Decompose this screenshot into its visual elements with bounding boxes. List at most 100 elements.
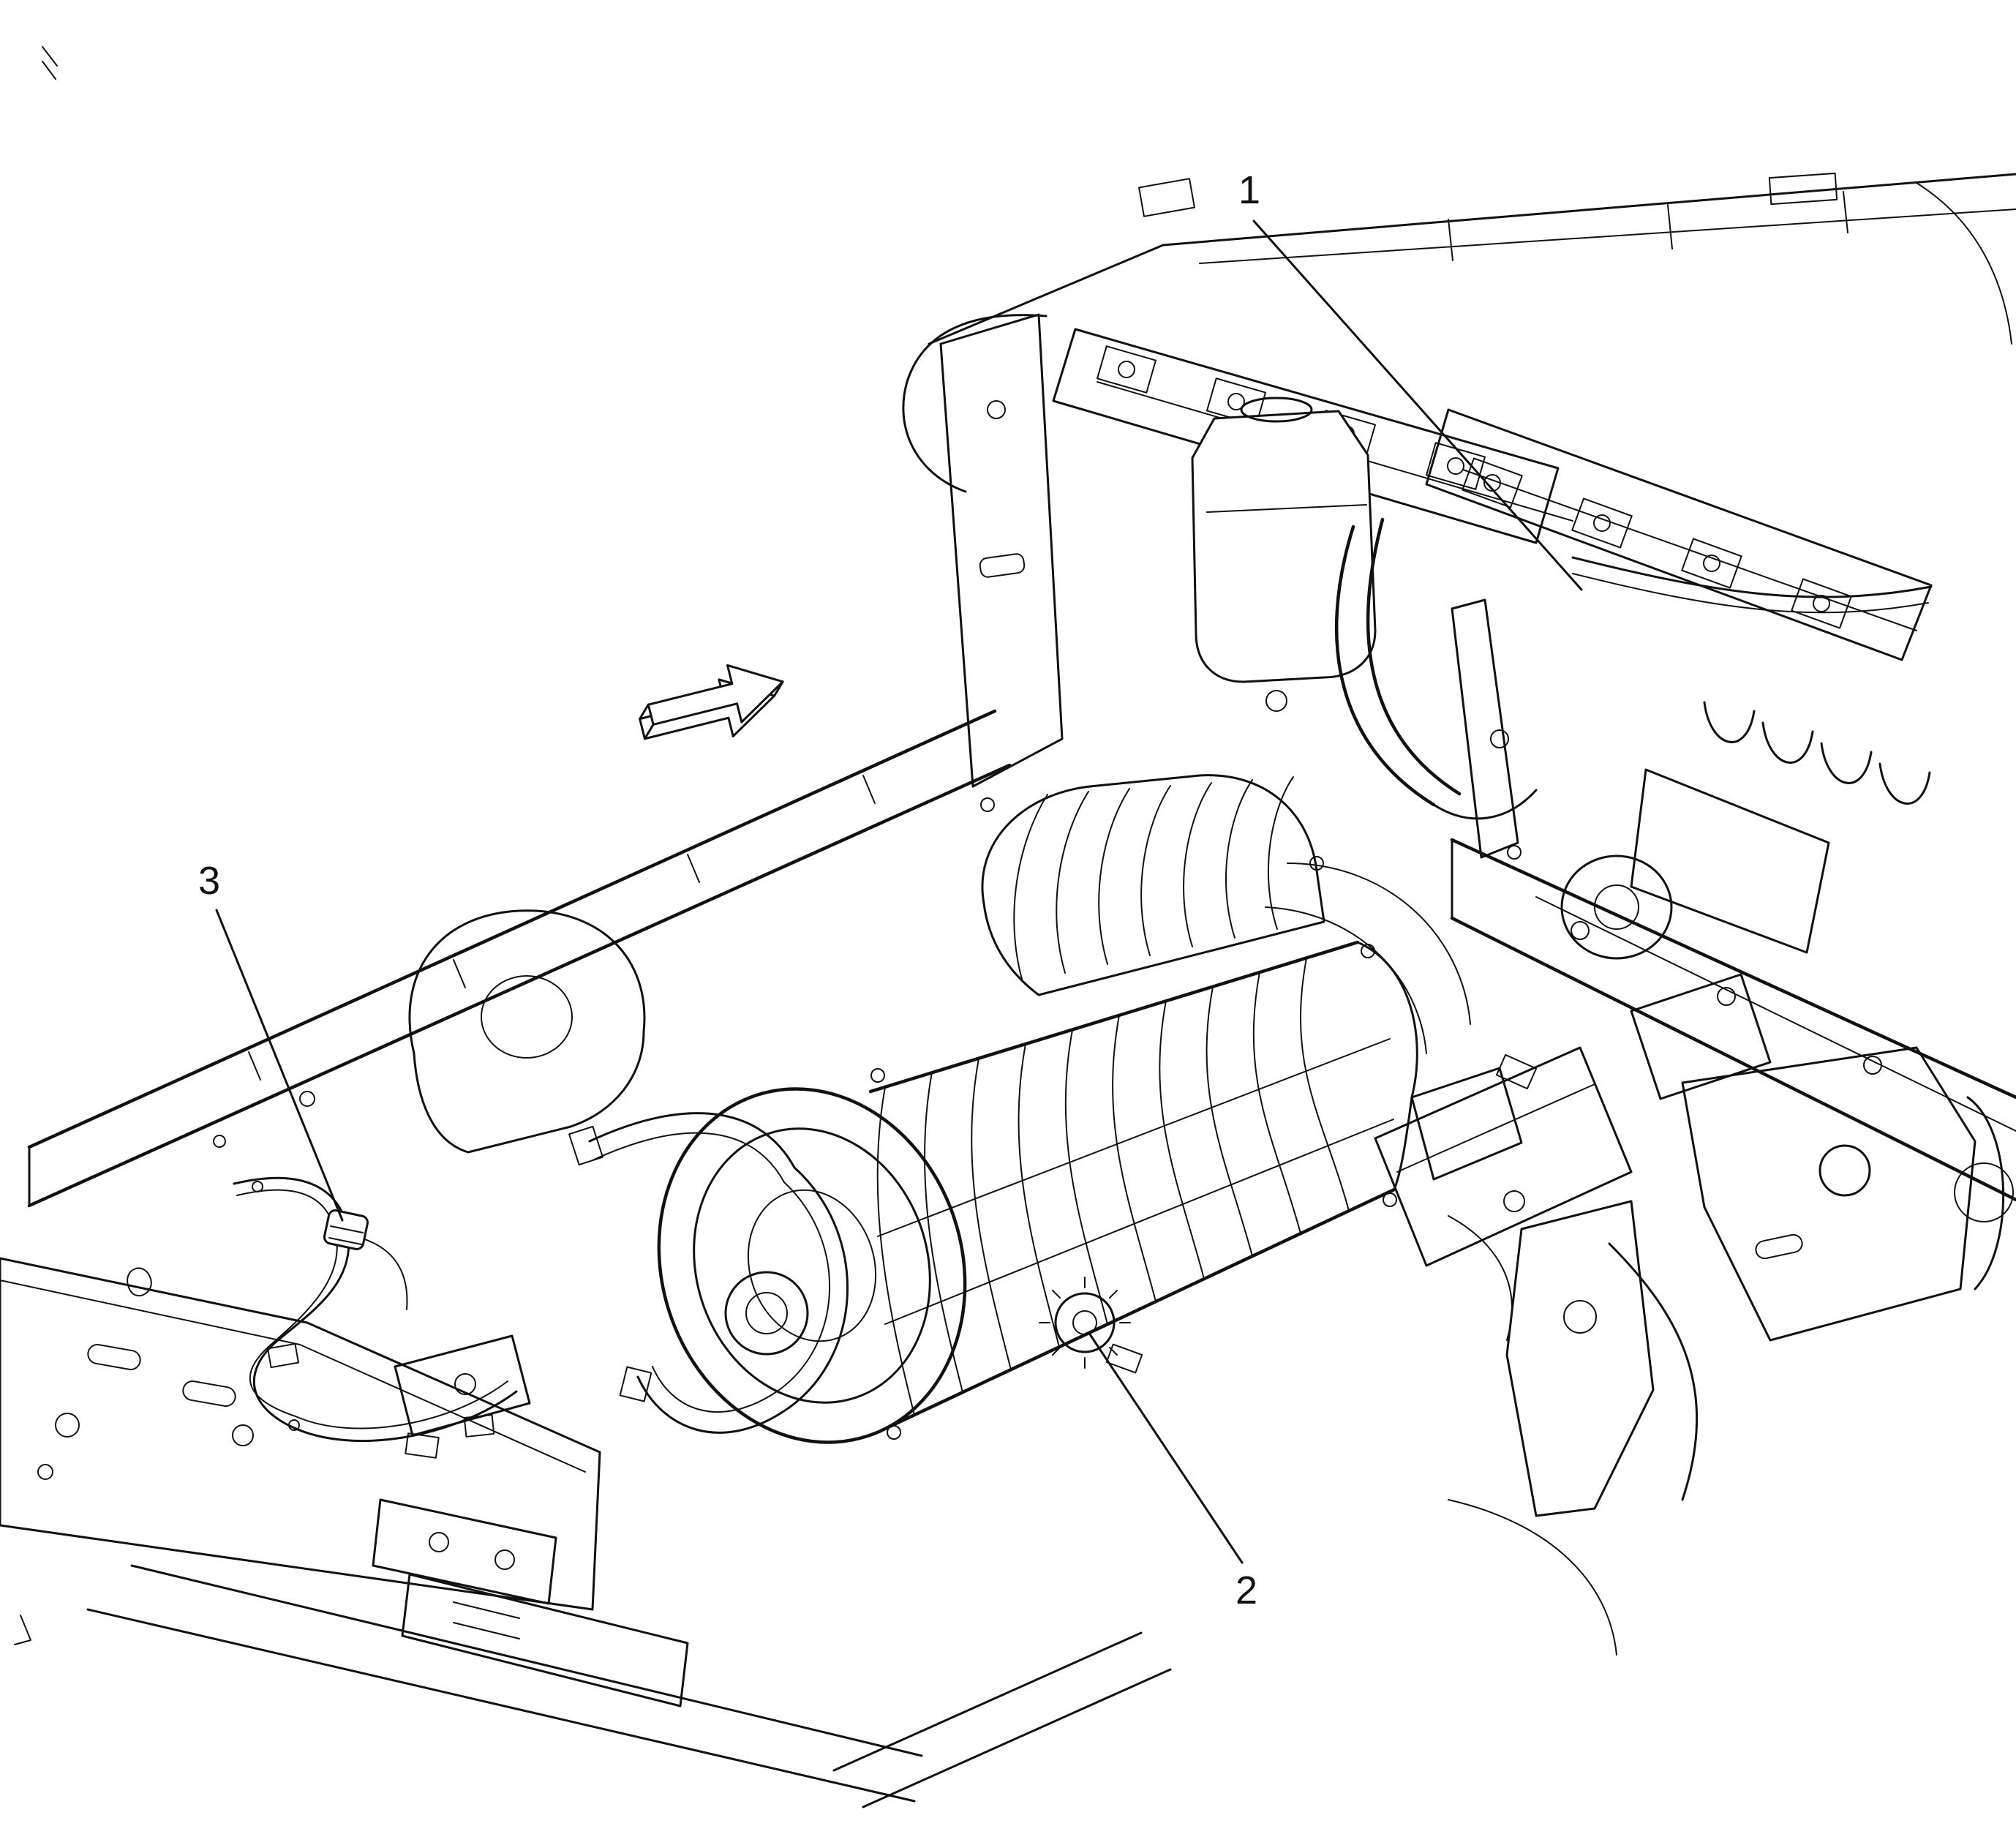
cover-outline bbox=[981, 774, 1325, 996]
arrow-edges bbox=[639, 680, 784, 740]
sensor-ribs bbox=[1039, 1277, 1131, 1369]
body-tick bbox=[1448, 191, 1848, 261]
case-rib bbox=[1252, 972, 1301, 1234]
hose bbox=[1334, 525, 1436, 807]
frame-hole bbox=[232, 1424, 254, 1446]
bolt bbox=[1361, 944, 1375, 958]
frame-plate bbox=[0, 1257, 601, 1611]
hose bbox=[588, 1112, 796, 1169]
bolt bbox=[980, 797, 995, 812]
bracket-hole bbox=[1563, 1300, 1597, 1334]
sensor-body bbox=[1054, 1292, 1116, 1353]
coil-bolt bbox=[1593, 514, 1611, 532]
bracket-slots bbox=[453, 1601, 520, 1639]
corner-mark bbox=[42, 46, 58, 80]
frame-crossmember-left bbox=[0, 1257, 923, 1803]
sensor-connector bbox=[1105, 1343, 1143, 1374]
callout-3-label: 3 bbox=[198, 859, 220, 903]
valve-cover-left bbox=[1052, 328, 1560, 544]
manifold-runner bbox=[1878, 762, 1931, 805]
ignition-coil bbox=[1571, 497, 1633, 549]
hose-loop bbox=[652, 1181, 831, 1413]
harness-run bbox=[233, 1176, 518, 1443]
bell-ring-inner bbox=[747, 1189, 877, 1342]
frame-teardrop-hole bbox=[127, 1267, 152, 1297]
bracket-hole bbox=[454, 1373, 476, 1395]
valve-cover-right bbox=[1425, 408, 1933, 661]
hose-fitting bbox=[619, 1366, 652, 1402]
frame-flange bbox=[0, 1280, 586, 1473]
exhaust-hanger bbox=[1448, 1499, 1617, 1656]
heat-shield bbox=[939, 313, 1064, 788]
bolt bbox=[1383, 1192, 1397, 1207]
ignition-coil bbox=[1681, 538, 1742, 589]
tail-housing bbox=[1410, 1067, 1523, 1181]
frame-edge bbox=[27, 709, 997, 1149]
coil-bolt bbox=[1703, 555, 1720, 572]
case-rib bbox=[1064, 1029, 1108, 1325]
harness-run bbox=[236, 1189, 508, 1429]
harness-bracket bbox=[394, 1334, 531, 1437]
reservoir-seam bbox=[1206, 504, 1367, 513]
hub-hole bbox=[1954, 1162, 2014, 1222]
frame-tick bbox=[248, 775, 876, 1081]
engine bbox=[902, 313, 1933, 1501]
case-seam bbox=[884, 1119, 1394, 1325]
hose bbox=[1432, 789, 1538, 820]
crossmember-bracket bbox=[1681, 1046, 1976, 1342]
cover-rib bbox=[1056, 791, 1089, 974]
coil-bolt bbox=[1447, 457, 1464, 475]
body-detail bbox=[1768, 172, 1838, 206]
hanging-bracket bbox=[1505, 1200, 1655, 1517]
connector-small bbox=[405, 1432, 440, 1459]
coolant-hoses bbox=[568, 1112, 849, 1434]
heater-pipe bbox=[1572, 573, 1929, 614]
frame-edge bbox=[27, 763, 1012, 1208]
bolt bbox=[213, 1135, 226, 1148]
bell-ring bbox=[693, 1127, 931, 1404]
ignition-coil bbox=[1462, 457, 1523, 508]
heater-pipe bbox=[1571, 556, 1933, 598]
speed-sensor bbox=[1039, 1277, 1143, 1374]
bolt bbox=[870, 1068, 885, 1083]
direction-arrow-icon bbox=[639, 664, 784, 740]
transmission bbox=[657, 940, 1523, 1444]
frame-edge bbox=[1450, 916, 2016, 1202]
hose bbox=[902, 314, 1048, 493]
frame-hole bbox=[37, 1464, 53, 1480]
harness-clip bbox=[252, 1181, 263, 1192]
ribbed-cover bbox=[981, 774, 1325, 996]
lower-frame-edge bbox=[86, 1608, 916, 1803]
oil-pan bbox=[1374, 1046, 1633, 1267]
bellhousing-arc bbox=[1287, 863, 1471, 1025]
body-edge bbox=[1199, 208, 2016, 264]
case-rib bbox=[876, 1086, 915, 1416]
shield-hole bbox=[987, 400, 1006, 419]
harness-connector bbox=[323, 1209, 369, 1250]
bolt bbox=[1863, 1056, 1882, 1075]
shield-slot bbox=[979, 553, 1026, 578]
bolt bbox=[887, 1425, 901, 1440]
drawing-root: 1 2 3 bbox=[0, 46, 2016, 1808]
body-edge bbox=[928, 173, 2016, 345]
frame-inner-line bbox=[1535, 896, 2016, 1132]
arrow-face bbox=[647, 664, 784, 726]
connector-small bbox=[267, 1342, 299, 1369]
case-bottom-edge bbox=[884, 1187, 1396, 1430]
frame-slot bbox=[87, 1344, 141, 1370]
bolt bbox=[1717, 987, 1736, 1006]
clip bbox=[1495, 1053, 1538, 1090]
frame-bracket bbox=[372, 1498, 557, 1605]
pump-hub-inner bbox=[745, 1292, 788, 1334]
bracket-hole bbox=[1490, 729, 1509, 748]
bracket-hole bbox=[1818, 1144, 1871, 1197]
callout-1-leader bbox=[1252, 219, 1583, 591]
manifold-runner bbox=[1820, 742, 1873, 784]
fender-curve bbox=[1916, 182, 2012, 345]
frame-rail-right bbox=[832, 838, 2016, 1808]
frame-hole bbox=[55, 1413, 80, 1438]
case-rib bbox=[1018, 1043, 1060, 1348]
ignition-coil bbox=[1097, 345, 1156, 394]
